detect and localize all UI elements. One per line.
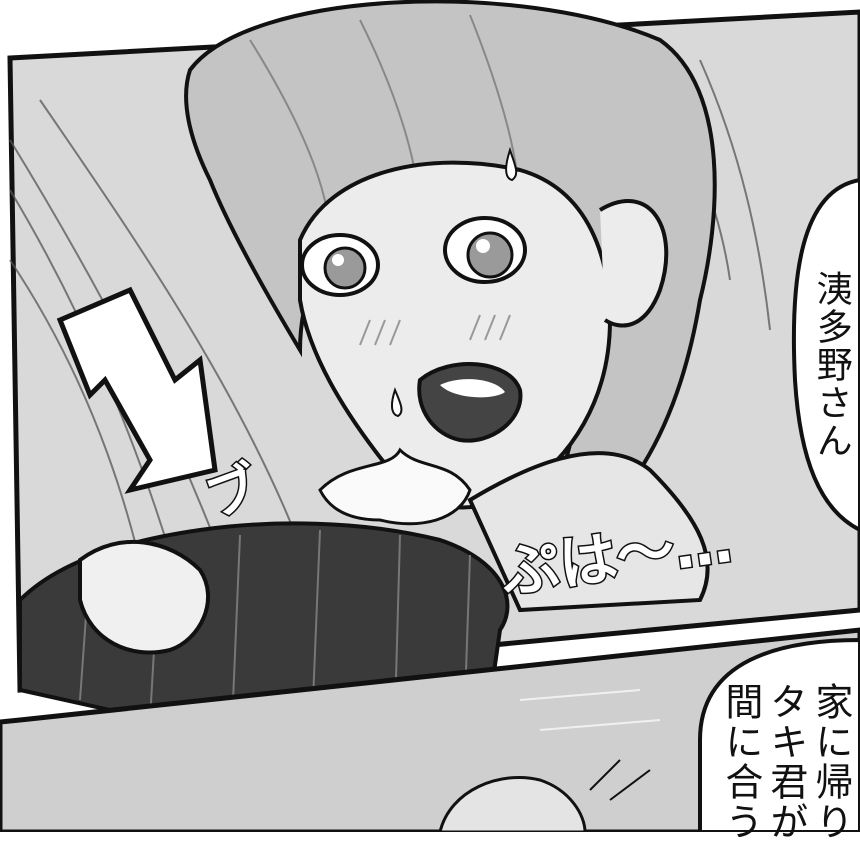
bottom-panel	[0, 627, 860, 832]
bubble-bottom-line-3: 間に合う	[718, 682, 763, 842]
bubble-right-text: 洟多野さん	[810, 270, 852, 460]
right-eye	[443, 216, 527, 284]
top-panel	[7, 0, 860, 733]
left-eye	[300, 233, 380, 297]
speech-bubble-right	[791, 177, 860, 533]
bubble-bottom-line-1: 家に帰り	[808, 682, 853, 842]
bubble-bottom-line-2: タキ君が	[763, 682, 808, 842]
speech-bubble-bottom	[698, 637, 860, 832]
